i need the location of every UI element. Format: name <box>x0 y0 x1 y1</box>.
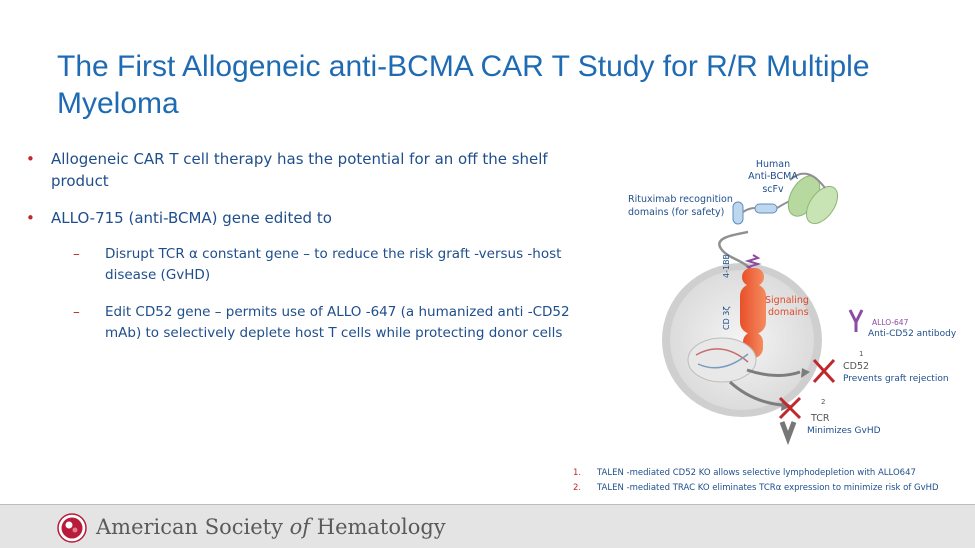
sub-bullet-marker: – <box>73 304 80 320</box>
bullet-list: • Allogeneic CAR T cell therapy has the … <box>26 148 586 360</box>
anti-cd52-label: Anti-CD52 antibody <box>868 329 957 339</box>
rituximab-label: Rituximab recognition <box>628 194 733 205</box>
sub-bullet-text: Edit CD52 gene – permits use of ALLO -64… <box>105 304 570 341</box>
step-2-label: 2 <box>821 398 826 406</box>
organization-name: American Society of Hematology <box>96 515 446 539</box>
bullet-text: ALLO-715 (anti-BCMA) gene edited to <box>51 209 332 227</box>
footnote-item: 2. TALEN -mediated TRAC KO eliminates TCR… <box>573 481 973 496</box>
car-t-cell-illustration <box>662 172 864 446</box>
footnotes: 1. TALEN -mediated CD52 KO allows selecti… <box>573 466 973 496</box>
minimizes-label: Minimizes GvHD <box>807 426 881 436</box>
signaling-domain <box>740 284 766 334</box>
tcr-label: TCR <box>811 413 830 424</box>
costim-label: 4-1BB <box>722 253 731 278</box>
rituximab-label-2: domains (for safety) <box>628 207 725 218</box>
footer-divider <box>0 504 975 505</box>
allo647-label: ALLO-647 <box>872 318 909 327</box>
prevents-label: Prevents graft rejection <box>843 374 949 384</box>
bullet-item: • Allogeneic CAR T cell therapy has the … <box>26 148 586 192</box>
org-name-italic: of <box>289 515 311 539</box>
cd3-label: CD 3ζ <box>722 306 731 330</box>
human-label: Human <box>755 159 791 170</box>
anti-bcma-label: Anti-BCMA <box>748 171 798 182</box>
footnote-text: TALEN -mediated CD52 KO allows selective… <box>597 468 916 478</box>
org-name-part: American Society <box>96 515 290 539</box>
footnote-number: 1. <box>573 468 582 478</box>
bullet-marker: • <box>26 209 35 227</box>
bullet-marker: • <box>26 150 35 168</box>
sub-bullet-item: – Edit CD52 gene – permits use of ALLO -… <box>26 302 586 344</box>
sub-bullet-item: – Disrupt TCR α constant gene – to reduc… <box>26 244 586 286</box>
sub-bullet-text: Disrupt TCR α constant gene – to reduce … <box>105 246 562 283</box>
signaling-label-2: domains <box>768 307 809 318</box>
sub-bullet-marker: – <box>73 246 80 262</box>
nucleus <box>687 337 757 383</box>
cd52-label: CD52 <box>843 361 870 372</box>
scfv-label: scFv <box>762 184 784 195</box>
signaling-label: Signaling <box>765 295 809 306</box>
footnote-text: TALEN -mediated TRAC KO eliminates TCRα … <box>597 483 939 493</box>
slide-title: The First Allogeneic anti-BCMA CAR T Stu… <box>57 50 870 120</box>
car-t-diagram: Human Anti-BCMA scFv Rituximab recogniti… <box>612 150 975 450</box>
bullet-item: • ALLO-715 (anti-BCMA) gene edited to <box>26 207 586 229</box>
step-1-label: 1 <box>859 350 864 358</box>
footnote-item: 1. TALEN -mediated CD52 KO allows selecti… <box>573 466 973 481</box>
ash-logo-icon <box>57 513 87 543</box>
org-name-part: Hematology <box>310 515 446 539</box>
footer: American Society of Hematology <box>0 505 975 548</box>
bullet-text: Allogeneic CAR T cell therapy has the po… <box>51 150 548 190</box>
footnote-number: 2. <box>573 483 582 493</box>
